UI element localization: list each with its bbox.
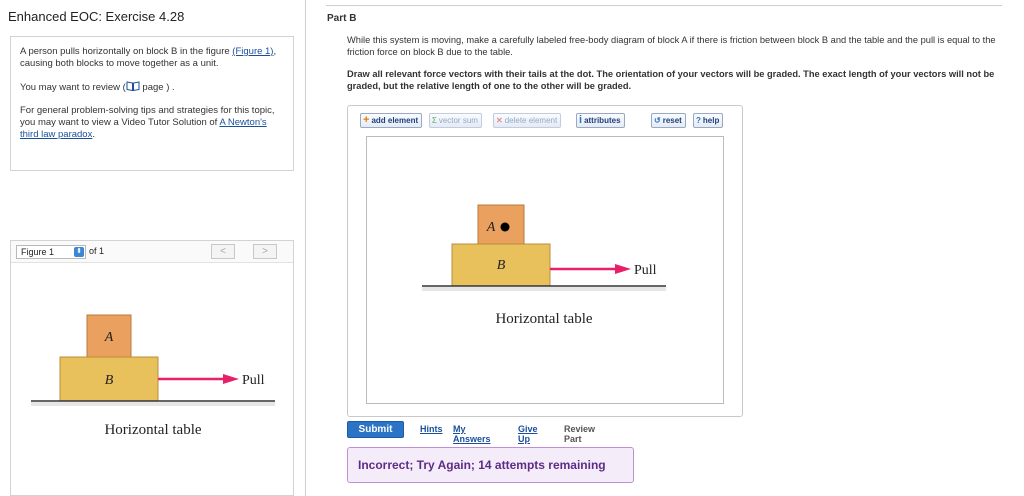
reset-icon: ↺ — [654, 116, 661, 125]
figure-table-label: Horizontal table — [104, 422, 201, 438]
diagram-pull-arrow-head — [615, 264, 631, 274]
figure-panel: Figure 1 ⬍ of 1 < > A B Pull Horizontal … — [10, 240, 294, 496]
sigma-icon: Σ — [432, 116, 437, 125]
review-after: ) . — [166, 82, 175, 93]
book-icon[interactable] — [126, 81, 140, 91]
figure-count: of 1 — [89, 246, 105, 256]
intro-text-end: , causing both blocks to move together a… — [20, 46, 277, 69]
info-icon: i — [579, 114, 583, 126]
tips-after: . — [92, 129, 95, 140]
diagram-table-shadow — [422, 287, 666, 291]
diagram-block-a-label: A — [486, 220, 496, 235]
figure-block-a — [86, 314, 132, 358]
figure-block-b — [59, 356, 159, 402]
drawing-illustration: A B Pull Horizontal table — [422, 204, 666, 327]
figure-pull-label: Pull — [242, 373, 265, 388]
main-panel: Part B While this system is moving, make… — [307, 0, 1024, 496]
problem-intro: A person pulls horizontally on block B i… — [20, 46, 284, 70]
diagram-block-b-label: B — [497, 258, 506, 273]
hints-link[interactable]: Hints — [420, 424, 443, 434]
video-tutor-link[interactable]: A Newton's third law paradox — [20, 117, 267, 140]
figure-table-shadow — [31, 402, 275, 406]
prev-figure-button[interactable]: < — [211, 244, 235, 259]
figure-illustration: A B Pull Horizontal table — [31, 314, 275, 438]
add-element-button[interactable]: +add element — [360, 113, 423, 128]
part-title: Part B — [327, 13, 357, 24]
attributes-label: attributes — [584, 116, 621, 125]
figure-block-b-label: B — [105, 373, 114, 388]
diagram-block-b — [451, 243, 551, 287]
question-instruction: Draw all relevant force vectors with the… — [347, 69, 995, 91]
review-page: page — [142, 82, 164, 93]
vector-tail-dot[interactable] — [500, 222, 510, 232]
help-label: help — [702, 116, 720, 125]
review-text: You may want to review ( page ) . — [20, 81, 284, 94]
exercise-title: Enhanced EOC: Exercise 4.28 — [8, 9, 185, 24]
review-before: You may want to review ( — [20, 82, 126, 93]
help-button[interactable]: ?help — [693, 113, 724, 128]
figure-select[interactable]: Figure 1 ⬍ — [16, 245, 86, 259]
tips-before: For general problem-solving tips and str… — [20, 105, 275, 128]
delete-element-label: delete element — [504, 116, 558, 125]
diagram-pull-label: Pull — [634, 263, 657, 278]
question-prompt: While this system is moving, make a care… — [347, 35, 996, 57]
diagram-block-a — [477, 204, 525, 245]
select-spinner-icon: ⬍ — [74, 247, 84, 257]
review-part-text[interactable]: Review Part — [564, 424, 596, 444]
my-answers-link[interactable]: My Answers — [453, 424, 491, 444]
help-icon: ? — [696, 116, 701, 125]
tips-text: For general problem-solving tips and str… — [20, 105, 284, 141]
figure-block-a-label: A — [104, 330, 114, 345]
figure-select-value: Figure 1 — [21, 247, 55, 257]
reset-label: reset — [662, 116, 682, 125]
submit-button[interactable]: Submit — [347, 421, 404, 438]
figure-toolbar: Figure 1 ⬍ of 1 < > — [11, 241, 293, 263]
left-panel: Enhanced EOC: Exercise 4.28 A person pul… — [0, 0, 306, 496]
drawing-area[interactable]: A B Pull Horizontal table — [366, 136, 724, 404]
plus-icon: + — [363, 114, 370, 126]
next-figure-button[interactable]: > — [253, 244, 277, 259]
figure-pull-arrow-head — [223, 374, 239, 384]
figure-link[interactable]: (Figure 1) — [232, 46, 274, 57]
diagram-table-label: Horizontal table — [495, 311, 592, 327]
vector-sum-label: vector sum — [438, 116, 478, 125]
reset-button[interactable]: ↺reset — [651, 113, 686, 128]
delete-element-button[interactable]: ✕delete element — [493, 113, 562, 128]
give-up-link[interactable]: Give Up — [518, 424, 538, 444]
intro-text: A person pulls horizontally on block B i… — [20, 46, 230, 57]
divider — [326, 5, 1002, 6]
problem-info-box: A person pulls horizontally on block B i… — [10, 36, 294, 171]
feedback-message: Incorrect; Try Again; 14 attempts remain… — [347, 447, 634, 483]
add-element-label: add element — [371, 116, 419, 125]
delete-x-icon: ✕ — [496, 116, 503, 125]
